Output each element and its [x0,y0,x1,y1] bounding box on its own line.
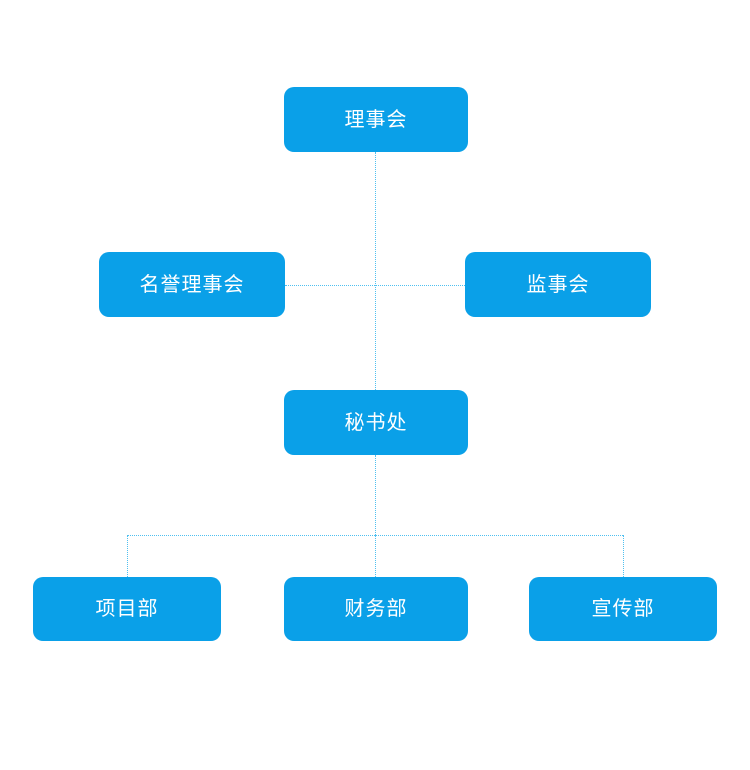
node-honorary-board[interactable]: 名誉理事会 [99,252,285,317]
node-finance-department[interactable]: 财务部 [284,577,468,641]
node-supervisors[interactable]: 监事会 [465,252,651,317]
connector-drop-finance [375,535,376,577]
node-board[interactable]: 理事会 [284,87,468,152]
node-publicity-department[interactable]: 宣传部 [529,577,717,641]
connector-drop-publicity [623,535,624,577]
node-secretariat[interactable]: 秘书处 [284,390,468,455]
node-publicity-department-label: 宣传部 [591,598,655,620]
connector-board-to-secretariat [375,152,376,390]
node-honorary-board-label: 名誉理事会 [139,273,245,296]
connector-secretariat-to-bus [375,455,376,535]
node-project-department-label: 项目部 [95,598,159,620]
node-board-label: 理事会 [344,108,408,131]
node-finance-department-label: 财务部 [344,598,408,620]
node-project-department[interactable]: 项目部 [33,577,221,641]
node-secretariat-label: 秘书处 [344,411,408,434]
connector-drop-project [127,535,128,577]
connector-row2-crossbar [285,285,465,286]
node-supervisors-label: 监事会 [526,273,590,296]
